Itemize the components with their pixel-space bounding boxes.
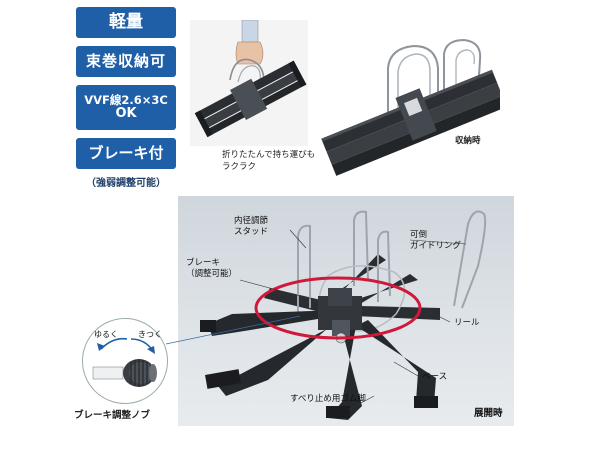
brake-knob-title: ブレーキ調整ノブ xyxy=(74,410,151,421)
folded-caption: 折りたたんで持ち運びも ラクラク xyxy=(222,150,315,174)
badge-bundle: 束巻収納可 xyxy=(76,46,176,77)
label-stud-line1: 内径調節 xyxy=(234,216,269,226)
label-brake-line1: ブレーキ xyxy=(186,258,221,268)
tighten-arrow-icon xyxy=(147,346,155,354)
label-stud: 内径調節 スタッド xyxy=(234,216,268,238)
brake-knob-inset xyxy=(82,318,168,404)
brake-knob-illustration xyxy=(92,337,157,387)
badge-vvf-line2: OK xyxy=(115,105,137,121)
label-guide-line2: ガイドリング xyxy=(410,241,462,252)
badge-bundle-text: 束巻収納可 xyxy=(85,52,166,71)
label-guide-line1: 可倒 xyxy=(410,230,428,240)
label-rubber-foot: すべり止め用ゴム脚 xyxy=(290,394,366,404)
label-reel: リール xyxy=(454,318,480,328)
knob-tighten-label: きつく xyxy=(138,330,162,339)
knob-loosen-label: ゆるく xyxy=(94,330,118,339)
label-stud-line2: スタッド xyxy=(234,227,269,238)
badge-brake-note: （強弱調整可能） xyxy=(86,178,166,189)
label-base: ベース xyxy=(422,372,448,382)
stored-reel-illustration xyxy=(321,38,507,176)
loosen-arrow-icon xyxy=(97,343,105,351)
deployed-reel-illustration xyxy=(200,210,487,420)
badge-vvf-line1: VVF線2.6×3C xyxy=(84,93,168,108)
badge-light-text: 軽量 xyxy=(109,12,143,33)
badge-vvf: VVF線2.6×3C OK xyxy=(76,85,176,130)
folded-reel-carry-illustration xyxy=(194,19,307,138)
label-brake: ブレーキ （調整可能） xyxy=(186,258,237,280)
badge-brake-text: ブレーキ付 xyxy=(88,144,164,163)
folded-caption-line1: 折りたたんで持ち運びも xyxy=(222,150,316,160)
stored-caption: 収納時 xyxy=(455,136,481,146)
deployed-reel-panel: 内径調節 スタッド 可倒 ガイドリング ブレーキ （調整可能） リール ベース … xyxy=(178,196,514,426)
badge-light: 軽量 xyxy=(76,7,176,38)
badge-brake: ブレーキ付 xyxy=(76,138,176,169)
folded-carry-photo xyxy=(190,19,308,146)
folded-caption-line2: ラクラク xyxy=(222,161,257,172)
deployed-caption: 展開時 xyxy=(474,408,503,419)
label-brake-line2: （調整可能） xyxy=(186,269,238,280)
stored-reel-photo xyxy=(318,8,507,178)
label-guide-ring: 可倒 ガイドリング xyxy=(410,230,461,252)
